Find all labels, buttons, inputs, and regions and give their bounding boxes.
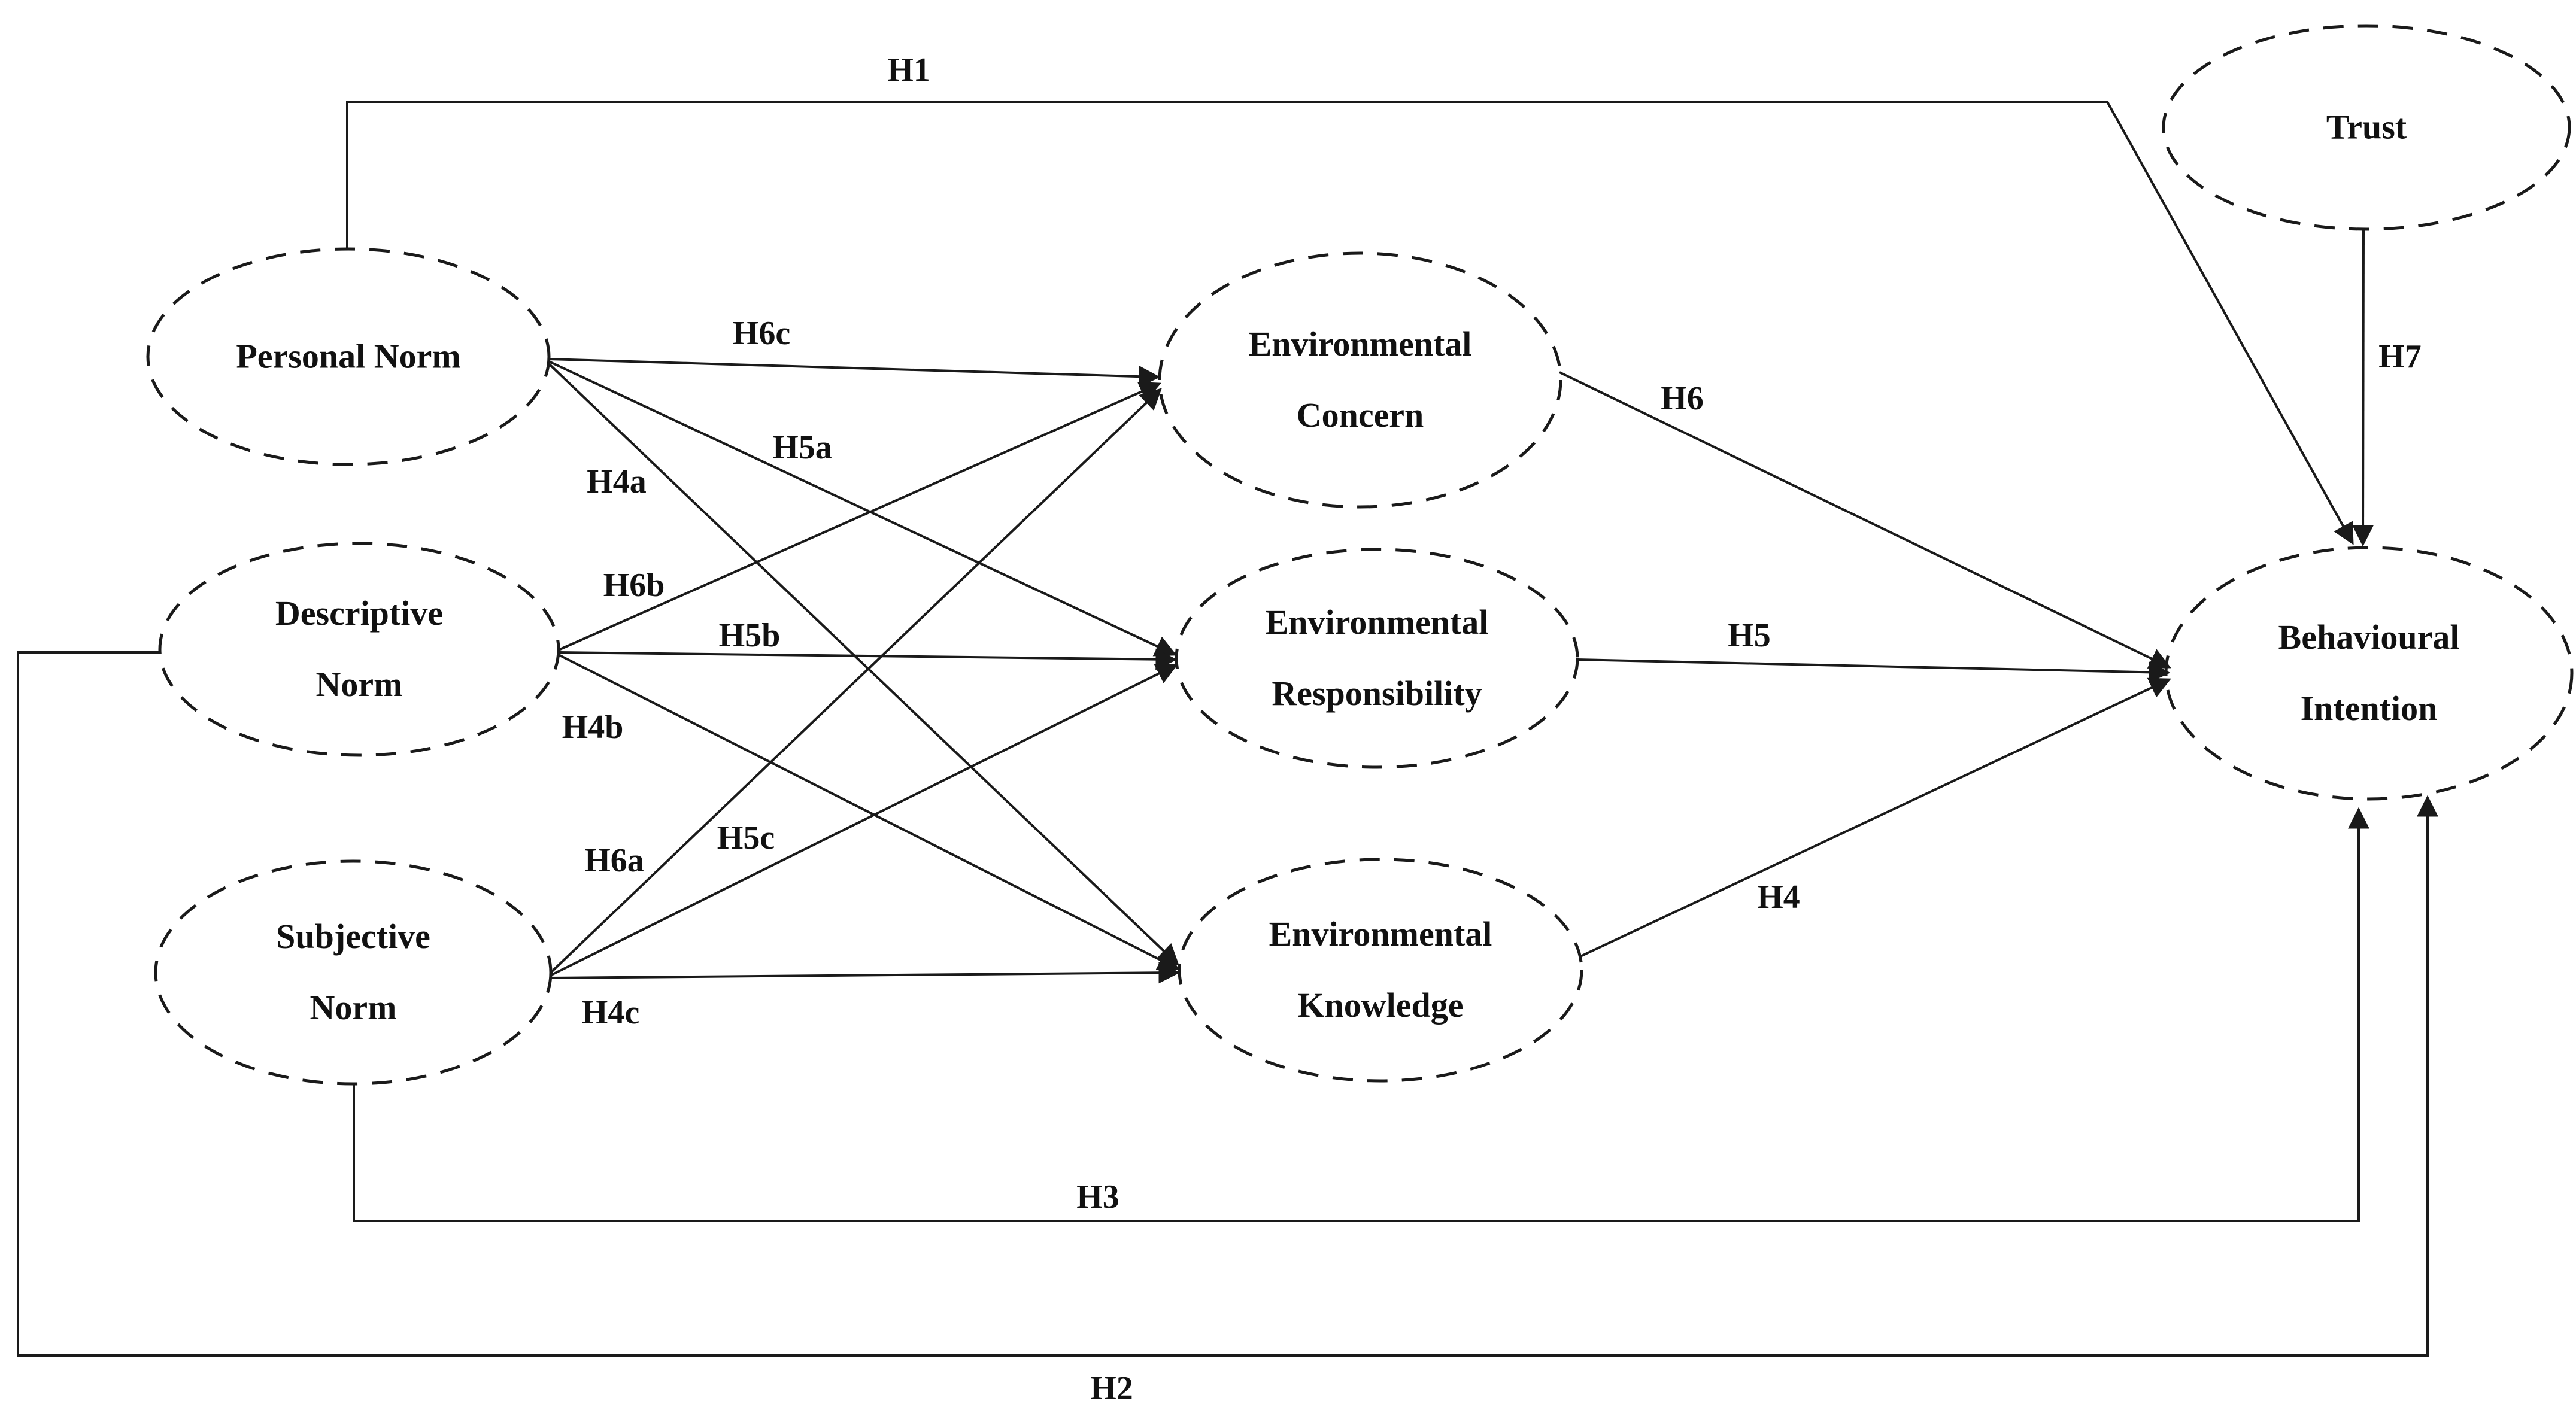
edge-h4c-line <box>550 962 1181 984</box>
node-text: Concern <box>1296 396 1424 434</box>
edge-h4a-line <box>548 363 1179 966</box>
edge-h6-line <box>1559 371 2171 669</box>
node-label-trust: Trust <box>2326 92 2407 163</box>
node-label-environmental-knowledge: Environmental Knowledge <box>1269 899 1492 1041</box>
edge-label-h5c: H5c <box>717 819 775 856</box>
node-text: Knowledge <box>1297 986 1464 1025</box>
node-text: Trust <box>2326 107 2407 147</box>
edge-h4-line <box>1580 677 2171 958</box>
node-text: Environmental <box>1265 603 1489 642</box>
edge-h1-line <box>346 101 2354 545</box>
node-text: Environmental <box>1269 914 1492 954</box>
edge-label-h5: H5 <box>1728 617 1771 654</box>
node-label-personal-norm: Personal Norm <box>236 321 460 393</box>
edge-h5b-line <box>558 648 1178 670</box>
node-text: Norm <box>310 988 397 1027</box>
node-text: Intention <box>2300 689 2438 728</box>
node-label-environmental-responsibility: Environmental Responsibility <box>1266 587 1489 730</box>
edge-h6a-line <box>549 388 1162 974</box>
edge-h6c-line <box>548 358 1161 388</box>
edge-label-h6b: H6b <box>603 567 665 604</box>
edge-h5a-line <box>548 360 1177 657</box>
node-text: Subjective <box>276 917 430 956</box>
edge-h2-line <box>17 651 2438 1357</box>
node-text: Norm <box>315 665 403 704</box>
node-ellipse-trust <box>2162 24 2571 231</box>
node-text: Personal Norm <box>236 336 461 376</box>
node-text: Descriptive <box>275 594 444 633</box>
node-label-environmental-concern: Environmental Concern <box>1249 309 1472 451</box>
node-text: Environmental <box>1248 324 1472 364</box>
edge-label-h6: H6 <box>1661 380 1704 417</box>
edge-label-h5a: H5a <box>772 429 832 466</box>
node-label-behavioural-intention: Behavioural Intention <box>2278 602 2460 745</box>
edge-h5c-line <box>550 664 1178 977</box>
edge-label-h4b: H4b <box>562 709 624 746</box>
node-ellipse-environmental-concern <box>1158 251 1562 509</box>
edge-label-h1: H1 <box>887 51 930 89</box>
edge-h4b-line <box>558 654 1180 970</box>
edge-h6b-line <box>558 381 1161 651</box>
edge-label-h5b: H5b <box>718 617 781 654</box>
edge-label-h4a: H4a <box>587 463 647 500</box>
edge-label-h4c: H4c <box>581 994 640 1031</box>
edge-label-h2: H2 <box>1090 1370 1133 1407</box>
node-text: Responsibility <box>1272 674 1482 713</box>
node-text: Behavioural <box>2278 618 2460 657</box>
node-label-descriptive-norm: Descriptive Norm <box>275 578 443 721</box>
edge-label-h3: H3 <box>1076 1178 1119 1216</box>
edge-label-h6a: H6a <box>584 842 644 879</box>
node-label-subjective-norm: Subjective Norm <box>276 901 430 1044</box>
edge-h3-line <box>353 807 2369 1222</box>
edge-label-h4: H4 <box>1757 879 1800 916</box>
edge-label-h7: H7 <box>2378 338 2422 375</box>
edge-h5-line <box>1576 658 2171 683</box>
edge-label-h6c: H6c <box>732 315 791 352</box>
